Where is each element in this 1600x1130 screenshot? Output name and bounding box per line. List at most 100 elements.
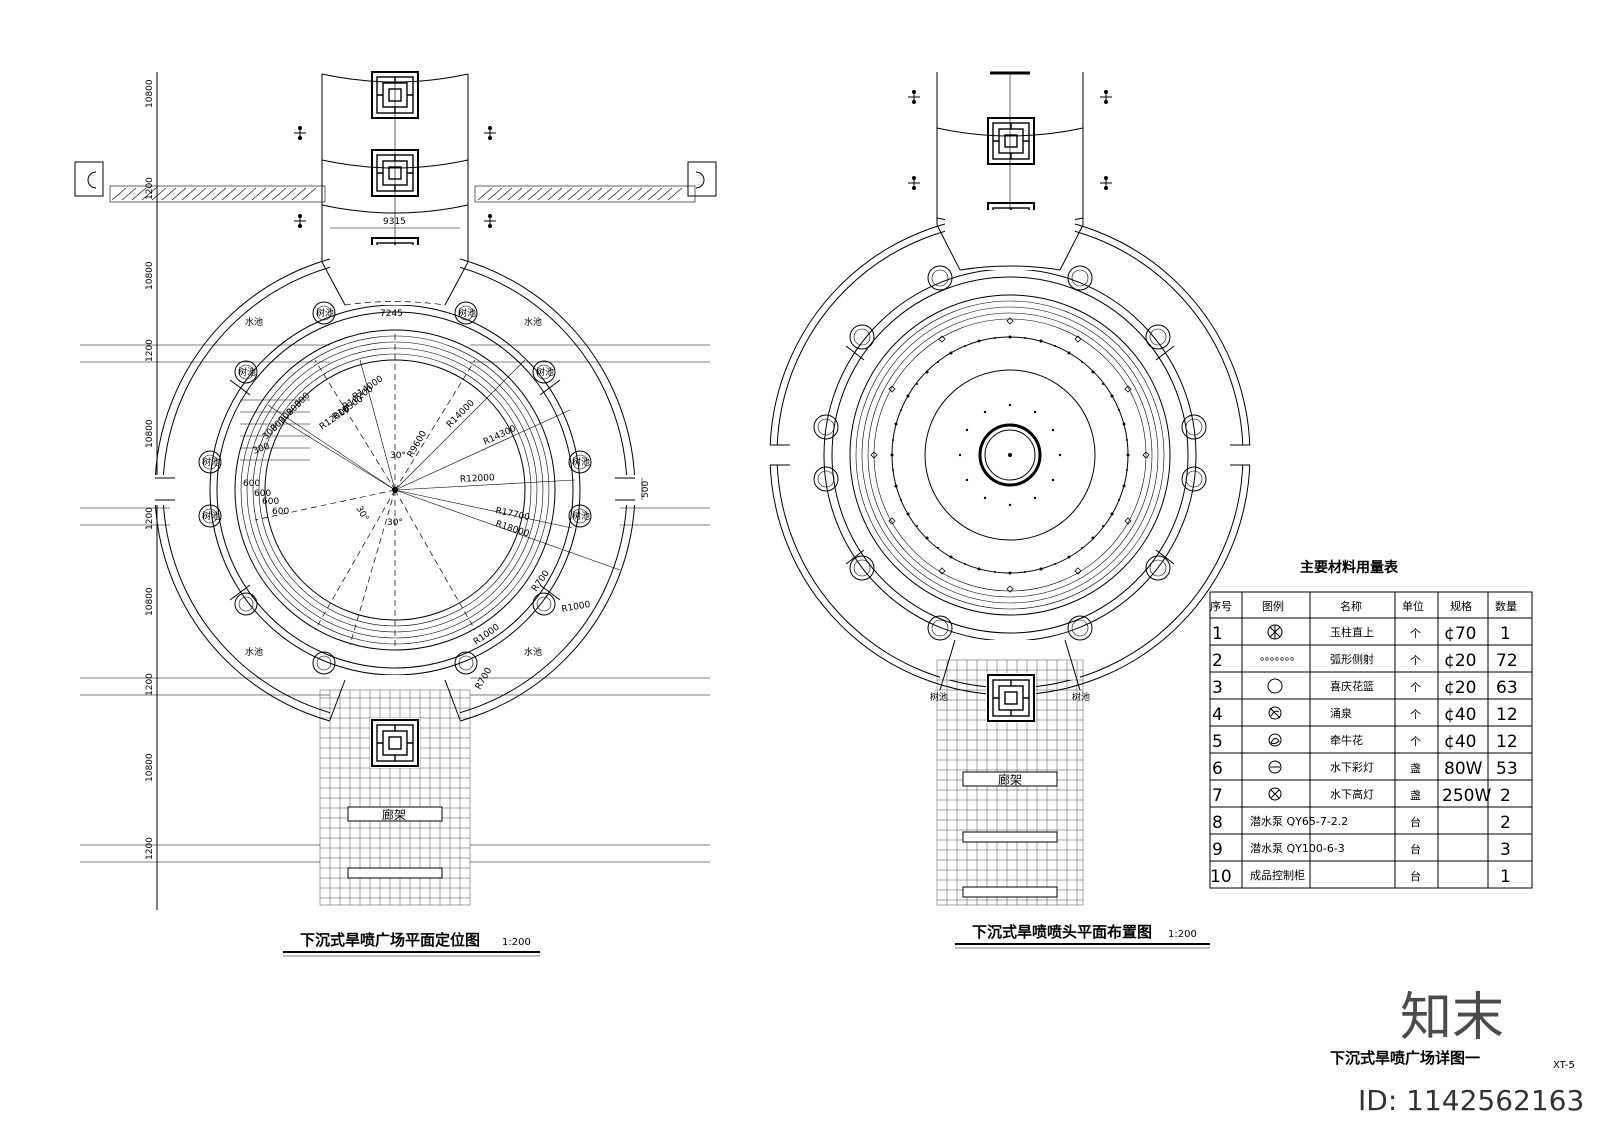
arc-jet-icon: [1260, 657, 1294, 661]
plan-scale: 1:200: [1168, 929, 1197, 940]
pool-label: 水池: [245, 316, 263, 328]
tree-pit-label: 树池: [536, 366, 554, 378]
row-unit: 台: [1410, 815, 1421, 829]
nozzle-ring: [890, 335, 1130, 575]
row-no: 2: [1212, 651, 1223, 671]
row-qty: 12: [1496, 732, 1518, 752]
row-no: 10: [1210, 867, 1232, 887]
radius-label: R14000: [445, 398, 477, 430]
dim-v-2: 1200: [145, 177, 155, 200]
row-name: 潜水泵 QY65-7-2.2: [1250, 814, 1348, 828]
dim-inner-width: 7245: [380, 309, 403, 319]
sheet-number: XT-5: [1553, 1060, 1575, 1071]
row-qty: 2: [1500, 786, 1511, 806]
plan-title: 下沉式旱喷广场平面定位图: [300, 931, 480, 949]
row-spec: 250W: [1442, 786, 1491, 806]
row-unit: 个: [1410, 627, 1421, 640]
pavilion-label: 廊架: [382, 807, 406, 822]
row-unit: 个: [1410, 735, 1421, 748]
table-header: 序号: [1210, 599, 1232, 613]
tree-pit-label: 树池: [202, 510, 220, 522]
dim-v-3: 10800: [145, 261, 155, 290]
fret-tile: [371, 149, 419, 197]
right-plan: 廊架 树池 树池 下沉式旱喷喷头平面布置图 1:200: [765, 71, 1255, 949]
row-spec: 80W: [1444, 759, 1483, 779]
plan-title: 下沉式旱喷喷头平面布置图: [972, 923, 1152, 941]
row-name: 潜水泵 QY100-6-3: [1250, 841, 1345, 855]
row-qty: 1: [1500, 624, 1511, 644]
row-spec: ¢40: [1444, 705, 1476, 725]
left-plan: 10800 1200 10800 1200 10800 1200 10800 1…: [74, 71, 717, 957]
tree-pit-label: 树池: [316, 307, 334, 319]
table-header: 规格: [1450, 599, 1472, 613]
row-qty: 53: [1496, 759, 1518, 779]
row-name: 弧形侧射: [1330, 652, 1374, 666]
id-watermark: ID: 1142562163: [1358, 1084, 1584, 1117]
small-radius: R1000: [561, 600, 592, 615]
underwater-high-light-icon: [1268, 787, 1282, 801]
row-name: 玉柱直上: [1330, 625, 1374, 639]
dim-v-9: 10800: [145, 753, 155, 782]
row-no: 5: [1212, 732, 1223, 752]
brand-watermark: 知末: [1400, 988, 1504, 1048]
row-no: 3: [1212, 678, 1223, 698]
row-spec: ¢40: [1444, 732, 1476, 752]
pavilion-label: 廊架: [998, 772, 1022, 787]
table-title: 主要材料用量表: [1300, 559, 1399, 576]
pool-label: 水池: [524, 646, 542, 658]
row-no: 6: [1212, 759, 1223, 779]
row-qty: 72: [1496, 651, 1518, 671]
row-unit: 个: [1410, 654, 1421, 667]
row-name: 成品控制柜: [1250, 868, 1305, 882]
row-unit: 盏: [1410, 761, 1421, 775]
step-dim: 600: [272, 507, 289, 517]
step-dim: 600: [243, 479, 260, 489]
row-no: 1: [1212, 624, 1223, 644]
dim-v-7: 10800: [145, 587, 155, 616]
fret-tile: [371, 71, 419, 119]
row-qty: 3: [1500, 840, 1511, 860]
pool-label: 水池: [524, 316, 542, 328]
pool-ring-circles: [813, 265, 1207, 641]
tree-symbol: [294, 126, 496, 228]
tree-symbol: [908, 90, 1112, 190]
tree-pit-label: 树池: [572, 456, 590, 468]
row-qty: 63: [1496, 678, 1518, 698]
column-jet-icon: [1267, 624, 1283, 640]
left-vertical-dimensions: 10800 1200 10800 1200 10800 1200 10800 1…: [145, 79, 155, 860]
surge-jet-icon: [1268, 706, 1282, 720]
table-header: 单位: [1402, 599, 1424, 613]
row-unit: 台: [1410, 842, 1421, 856]
row-name: 涌泉: [1330, 706, 1352, 720]
table-header: 数量: [1495, 600, 1517, 613]
radius-label: R14000: [351, 374, 386, 402]
table-header: 图例: [1262, 599, 1284, 613]
row-name: 牵牛花: [1330, 733, 1363, 747]
angle-label: 30°: [390, 451, 406, 461]
row-spec: ¢20: [1444, 651, 1476, 671]
row-spec: ¢20: [1444, 678, 1476, 698]
arc-jets: [870, 317, 1150, 593]
tree-pit-label: 树池: [238, 366, 256, 378]
dim-v-1: 10800: [145, 79, 155, 108]
sheet-title: 下沉式旱喷广场详图一: [1330, 1049, 1480, 1067]
row-no: 8: [1212, 813, 1223, 833]
row-no: 9: [1212, 840, 1223, 860]
dim-v-4: 1200: [145, 339, 155, 362]
small-radius: R700: [474, 666, 495, 692]
radius-label: R9600: [406, 429, 429, 459]
dim-v-6: 1200: [145, 507, 155, 530]
morning-glory-icon: [1268, 733, 1282, 747]
tree-pit-label: 树池: [1072, 691, 1090, 703]
dim-top-width: 9315: [383, 217, 406, 227]
tree-pits: [198, 301, 592, 675]
basket-jet-icon: [1267, 678, 1283, 694]
row-qty: 2: [1500, 813, 1511, 833]
pool-label: 水池: [245, 646, 263, 658]
step-dim: 600: [254, 489, 271, 499]
row-unit: 台: [1410, 869, 1421, 883]
dim-v-5: 10800: [145, 419, 155, 448]
row-unit: 个: [1410, 708, 1421, 721]
angle-label: 30°: [353, 505, 370, 524]
